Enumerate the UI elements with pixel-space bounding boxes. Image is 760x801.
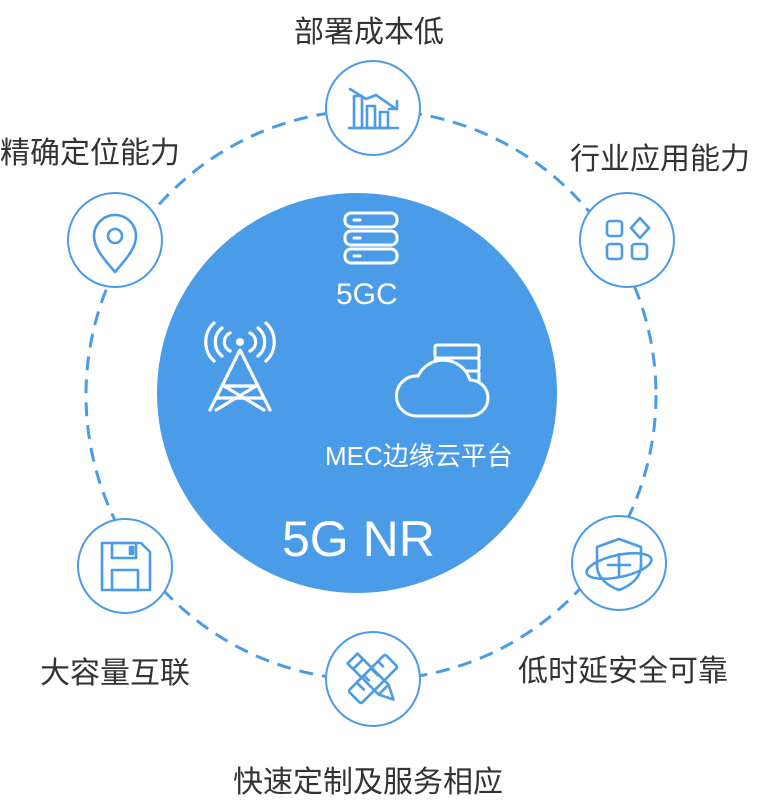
feature-label-fast-custom: 快速定制及服务相应 [233,765,503,800]
pencil-ruler-icon [346,652,399,705]
feature-label-low-latency: 低时延安全可靠 [518,654,728,689]
feature-node-positioning [67,192,163,288]
feature-label-industry-app: 行业应用能力 [570,142,750,177]
server-stack-icon [343,211,399,265]
feature-node-deploy-cost [325,60,421,156]
core-circle [157,193,557,593]
feature-label-capacity: 大容量互联 [40,656,190,691]
feature-label-deploy-cost: 部署成本低 [294,15,444,50]
app-grid-icon [605,216,651,261]
feature-node-low-latency [571,515,667,611]
cloud-server-icon [394,343,490,418]
feature-label-positioning: 精确定位能力 [0,136,180,171]
floppy-disk-icon [100,541,152,592]
feature-node-capacity [77,518,173,614]
feature-node-industry-app [579,192,675,288]
chart-trend-down-icon [347,87,400,130]
antenna-tower-icon [204,321,276,412]
location-pin-icon [92,213,138,274]
mec-platform-label: MEC边缘云平台 [325,441,513,471]
center-title: 5G NR [282,511,435,567]
feature-node-fast-custom [325,631,421,727]
core-network-label: 5GC [336,278,398,311]
shield-plus-icon [585,537,653,592]
